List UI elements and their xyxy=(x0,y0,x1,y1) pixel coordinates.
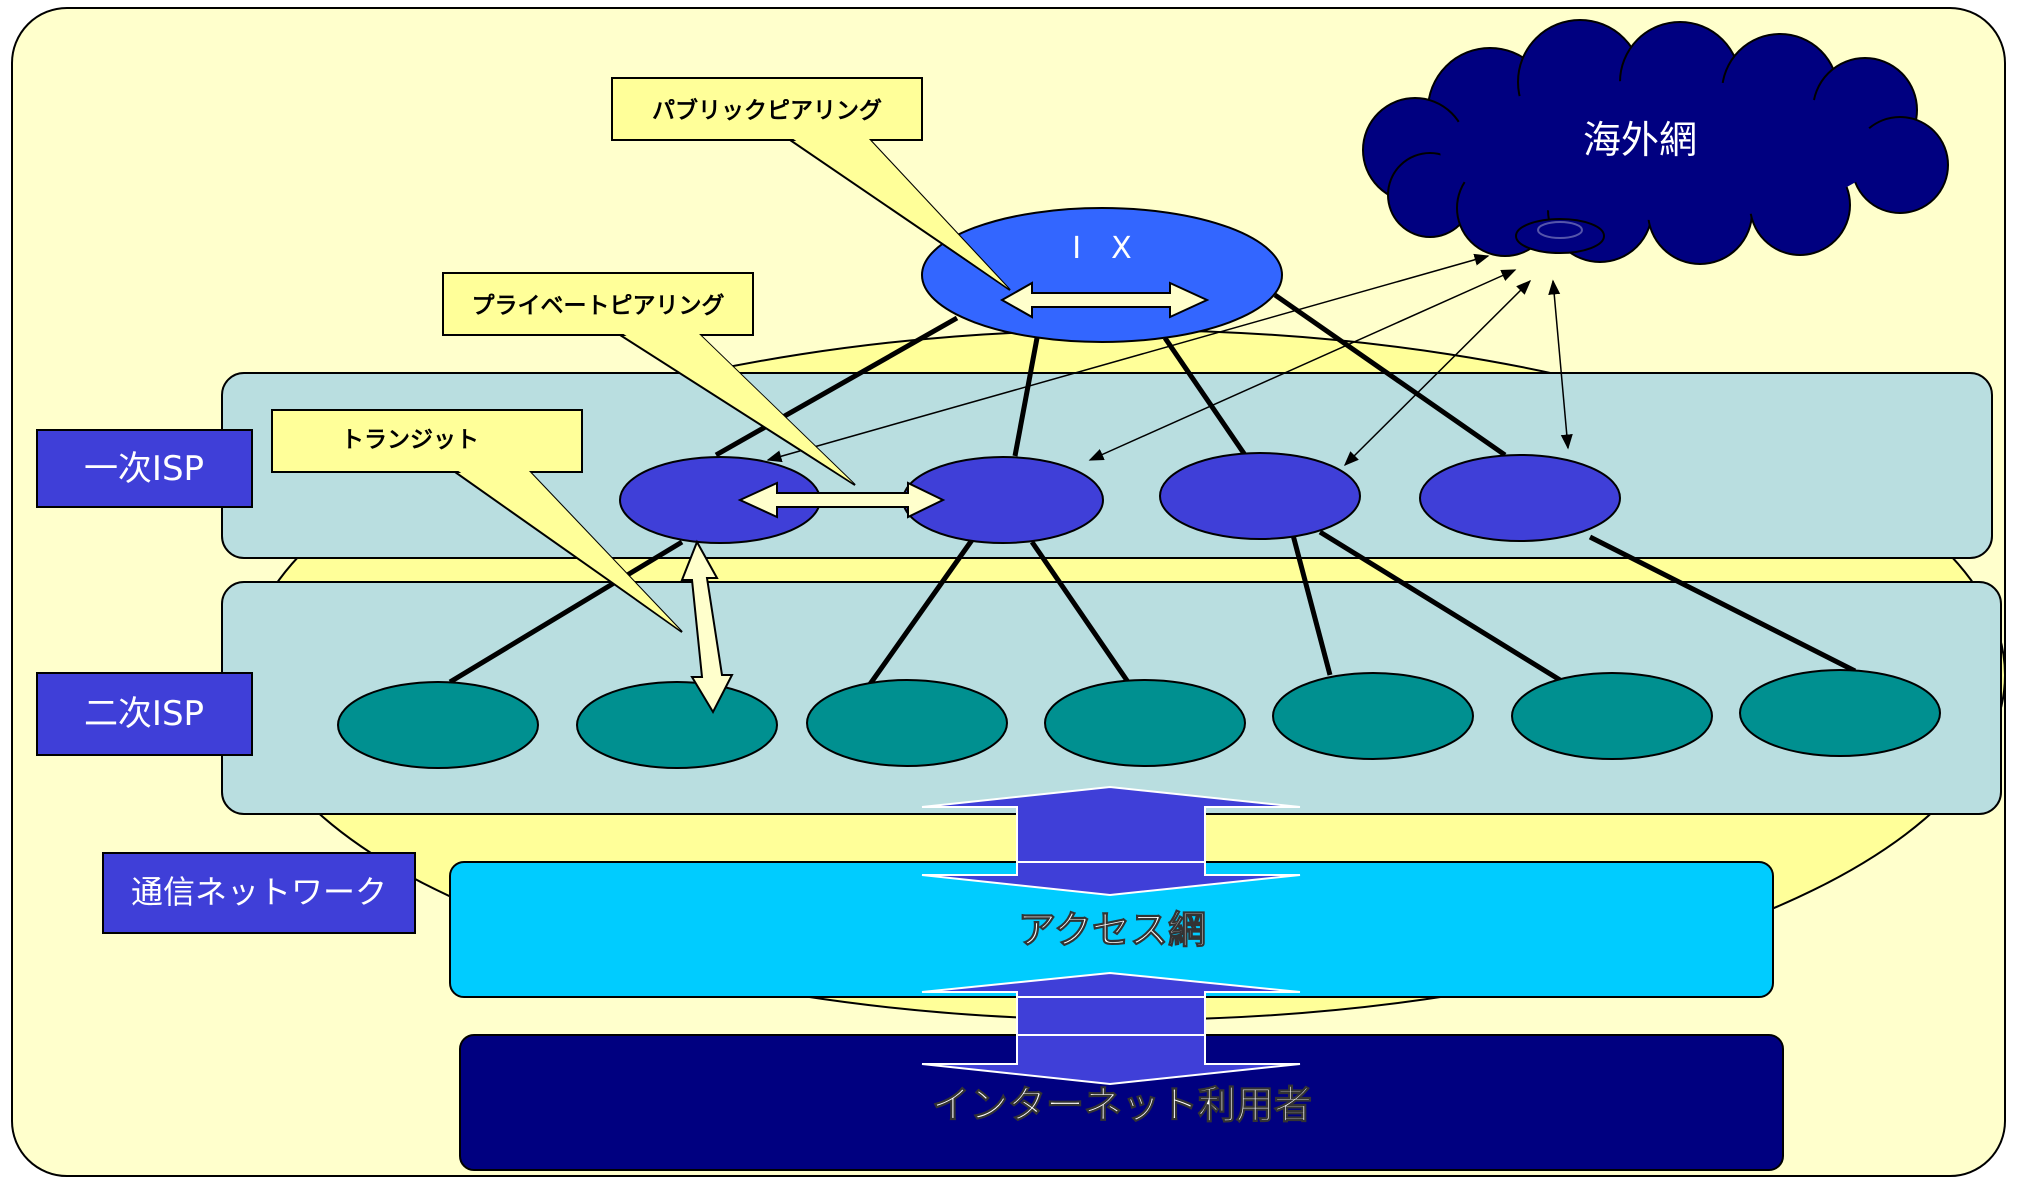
telecom-label-box: 通信ネットワーク xyxy=(102,852,416,934)
telecom-label: 通信ネットワーク xyxy=(131,873,387,911)
tier1-label: 一次ISP xyxy=(84,449,204,489)
public-peering-arrow xyxy=(999,281,1210,319)
transit-callout: トランジット xyxy=(271,409,683,633)
public-peering-label: パブリックピアリング xyxy=(652,97,882,124)
tier2-label-box: 二次ISP xyxy=(36,672,253,756)
ix-node xyxy=(921,207,1283,343)
private-peering-label: プライベートピアリング xyxy=(472,292,725,319)
isp-access-arrow-overlay xyxy=(921,861,1301,897)
tier2-node xyxy=(576,681,778,769)
peering-arrows xyxy=(680,281,1210,715)
access-network-label: アクセス網 xyxy=(1018,908,1206,952)
transit-links xyxy=(448,529,1857,689)
tier2-nodes xyxy=(337,669,1941,769)
tier2-node xyxy=(806,679,1008,767)
tier2-node xyxy=(1044,679,1246,767)
tier1-nodes xyxy=(619,452,1621,544)
tier2-label: 二次ISP xyxy=(84,694,204,734)
ix-label: I X xyxy=(1072,231,1131,266)
user-arrow-tip xyxy=(921,1034,1301,1086)
private-peering-arrow xyxy=(737,481,946,519)
private-peering-callout: プライベートピアリング xyxy=(442,272,856,486)
access-user-arrow-overlay xyxy=(921,971,1301,998)
internet-users-label: インターネット利用者 xyxy=(932,1083,1312,1127)
transit-arrow xyxy=(680,539,734,715)
tier1-node xyxy=(1419,454,1621,542)
tier1-node xyxy=(1159,452,1361,540)
tier2-node xyxy=(337,681,539,769)
tier2-node xyxy=(1511,672,1713,760)
overseas-links xyxy=(766,253,1573,467)
transit-label: トランジット xyxy=(341,427,479,453)
tier2-node xyxy=(1739,669,1941,757)
overseas-cloud xyxy=(1362,19,1949,265)
overseas-label: 海外網 xyxy=(1583,118,1697,162)
public-peering-callout: パブリックピアリング xyxy=(611,77,1011,291)
tier1-label-box: 一次ISP xyxy=(36,429,253,508)
tier2-node xyxy=(1272,672,1474,760)
